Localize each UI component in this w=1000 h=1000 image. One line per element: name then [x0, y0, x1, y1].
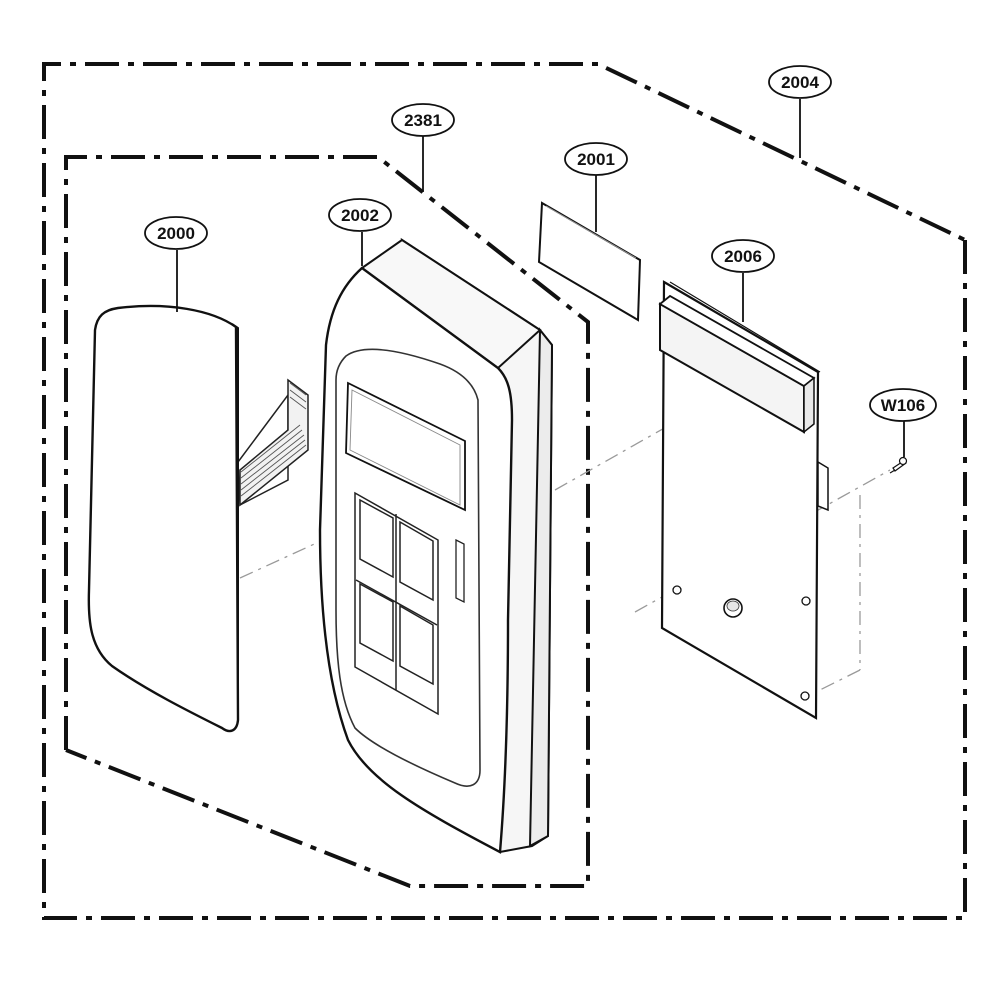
part-2006-pcb [658, 280, 829, 720]
callout-2381-text: 2381 [404, 111, 442, 130]
callout-2001: 2001 [564, 142, 628, 176]
callout-2000: 2000 [144, 216, 208, 250]
callout-2001-text: 2001 [577, 150, 615, 169]
callout-2002-text: 2002 [341, 206, 379, 225]
part-2000-front-panel [87, 304, 309, 733]
assembly-boundary-outer [42, 62, 967, 920]
part-2002-control-housing [318, 237, 554, 854]
callout-leaders [176, 99, 905, 457]
callout-2381: 2381 [391, 103, 455, 137]
callout-2004-text: 2004 [781, 73, 819, 92]
callout-2004: 2004 [768, 65, 832, 99]
part-2001-label-sheet [537, 201, 642, 322]
callout-2002: 2002 [328, 198, 392, 232]
callout-w106-text: W106 [881, 396, 925, 415]
callout-2006: 2006 [711, 239, 775, 273]
callout-2000-text: 2000 [157, 224, 195, 243]
callout-w106: W106 [869, 388, 937, 422]
assembly-boundary-inner [64, 155, 590, 888]
part-w106-screw [889, 456, 908, 474]
callout-2006-text: 2006 [724, 247, 762, 266]
